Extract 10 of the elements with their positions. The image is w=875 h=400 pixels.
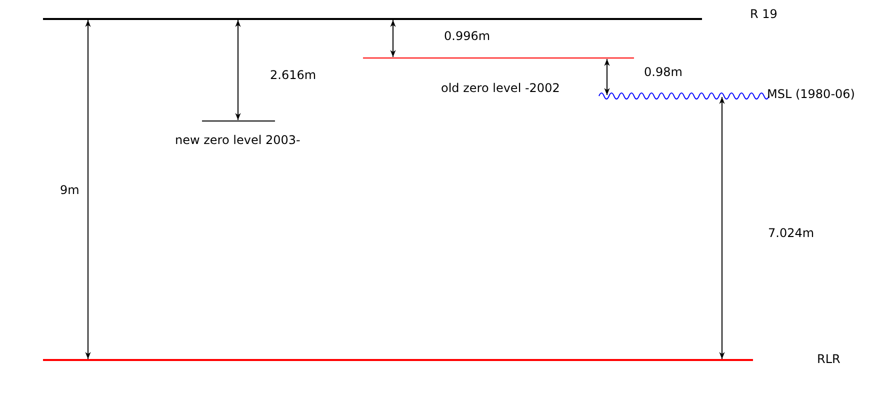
level-label: RLR (817, 351, 840, 367)
level-label: 2.616m (270, 67, 316, 83)
level-label: 7.024m (768, 225, 814, 241)
level-label: R 19 (750, 6, 778, 22)
level-label: old zero level -2002 (441, 80, 560, 96)
level-label: new zero level 2003- (175, 132, 300, 148)
level-label: MSL (1980-06) (767, 86, 855, 102)
level-label: 0.98m (644, 64, 682, 80)
level-label: 0.996m (444, 28, 490, 44)
level-label: 9m (60, 182, 80, 198)
